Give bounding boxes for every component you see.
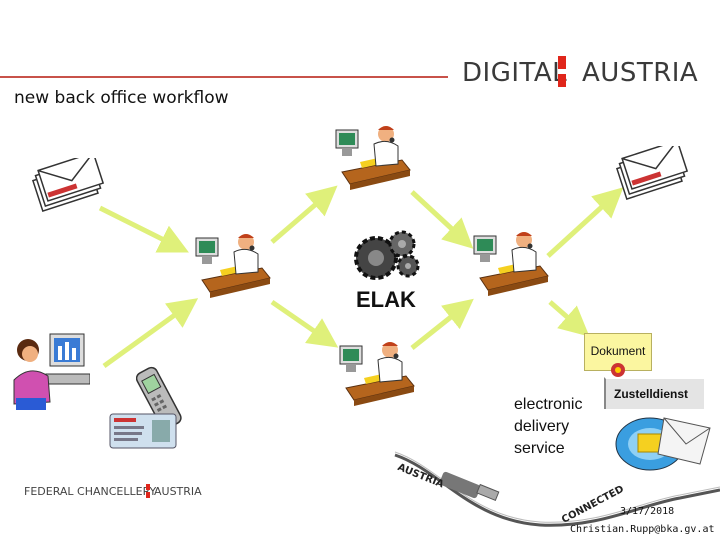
clerk-at-desk-icon [335, 126, 411, 190]
footer-separator-bottom [146, 492, 150, 498]
footer-org-name: FEDERAL CHANCELLERY [24, 485, 157, 498]
delivery-service-box: Zustelldienst [604, 377, 704, 409]
usb-cable-icon [439, 471, 500, 502]
elak-label: ELAK [356, 287, 416, 312]
footer-separator-top [146, 484, 150, 490]
arrow-clerk4-to-envelope [546, 187, 624, 258]
delivery-envelope-icon [615, 417, 711, 471]
logo-separator-top [558, 56, 566, 69]
delivery-caption-line: service [514, 440, 565, 457]
clerk-at-desk-icon [473, 232, 549, 296]
mobile-phone-icon [136, 366, 182, 430]
arrow-citizen-to-clerk1 [102, 298, 199, 369]
clerk-at-desk-icon [339, 342, 415, 406]
logo-text-austria: AUSTRIA [582, 58, 699, 88]
envelope-stack-icon [615, 146, 689, 200]
id-card-icon [109, 413, 177, 449]
document-label: Dokument [590, 344, 646, 358]
logo-separator-bottom [558, 74, 566, 87]
delivery-caption-line: delivery [514, 418, 570, 435]
arrow-clerk1-to-clerk3 [270, 299, 339, 348]
arrow-clerk3-to-clerk4 [410, 298, 474, 350]
delivery-service-label: Zustelldienst [614, 387, 689, 401]
arrow-clerk1-to-clerk2 [270, 185, 338, 244]
arrow-envelope-to-clerk1 [98, 205, 189, 253]
arrow-clerk4-to-delivery [548, 300, 590, 337]
gears-icon [354, 230, 420, 280]
cable-line [394, 453, 720, 527]
logo-text-digital: DIGITAL [462, 58, 568, 88]
footer-org-country: AUSTRIA [154, 485, 202, 498]
footer-date: 3/17/2018 [620, 506, 675, 517]
clerk-at-desk-icon [195, 234, 271, 298]
envelope-stack-icon [31, 158, 105, 212]
document-box: Dokument [584, 333, 652, 371]
delivery-service-caption: electronic delivery service [514, 394, 582, 460]
header-rule [0, 76, 448, 78]
document-icon [611, 363, 625, 377]
page-title: new back office workflow [14, 88, 229, 108]
footer-email: Christian.Rupp@bka.gv.at [570, 524, 715, 535]
citizen-at-computer-icon [13, 333, 90, 410]
delivery-caption-line: electronic [514, 396, 583, 413]
arrow-clerk2-to-clerk4 [410, 190, 474, 249]
